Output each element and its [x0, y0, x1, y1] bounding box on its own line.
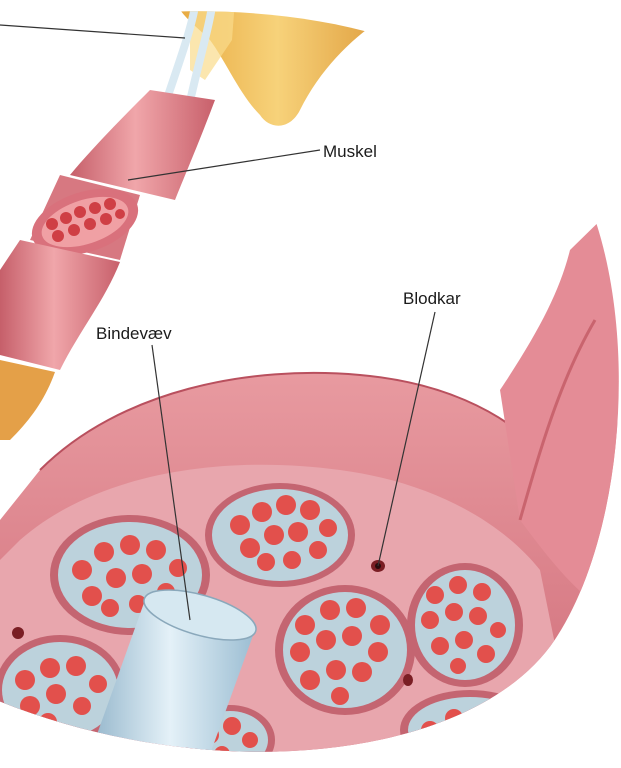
label-blodkar: Blodkar: [403, 289, 461, 309]
label-bindevaev: Bindevæv: [96, 324, 172, 344]
fascicle: [407, 563, 523, 687]
label-muskel: Muskel: [323, 142, 377, 162]
fascicle: [205, 483, 355, 587]
fascicle: [275, 585, 415, 715]
